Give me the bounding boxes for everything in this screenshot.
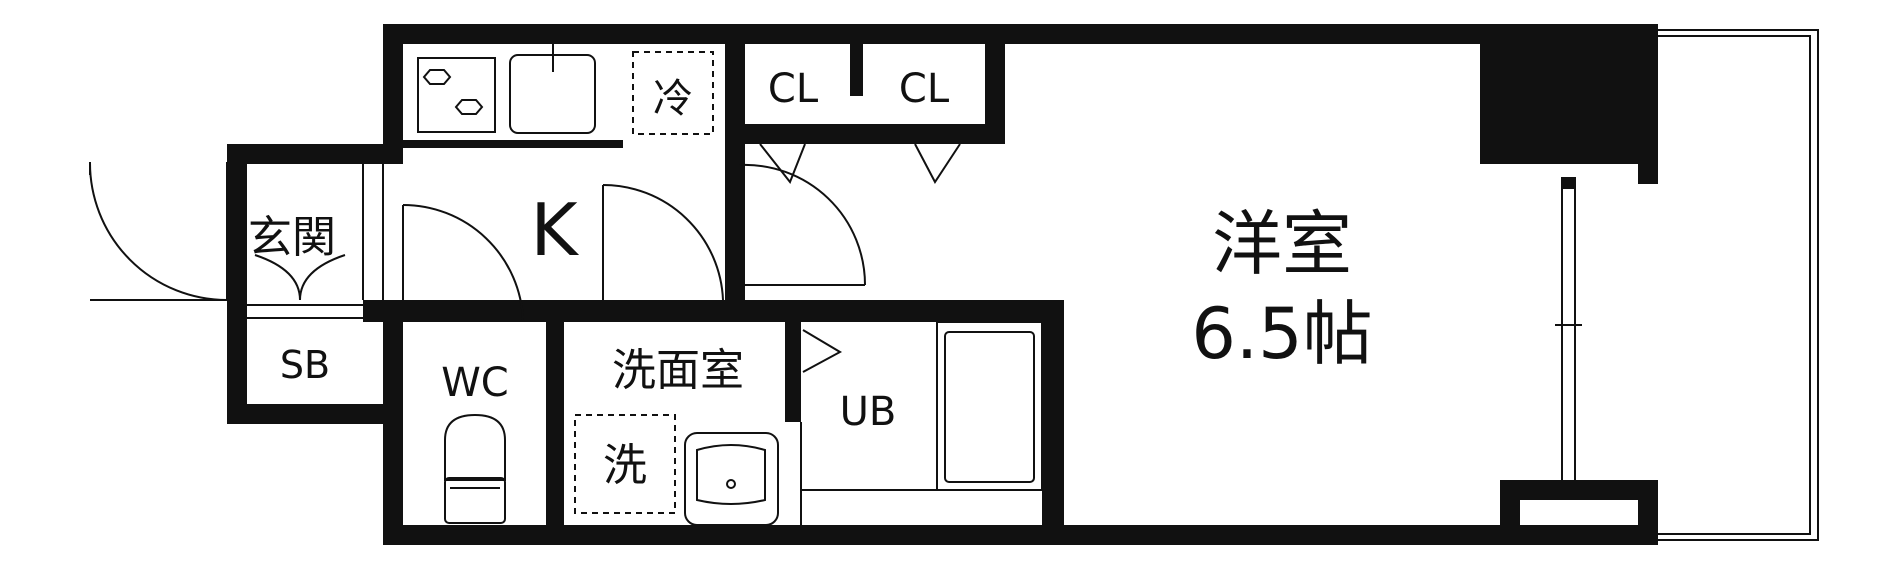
- label-western-room: 洋室: [1212, 203, 1352, 285]
- sink-icon: [509, 44, 596, 134]
- basin-icon: [684, 432, 779, 526]
- label-entrance: 玄関: [248, 212, 336, 263]
- exterior-walls: [227, 24, 1658, 545]
- label-closet-left: CL: [768, 66, 819, 112]
- label-shoe-box: SB: [280, 343, 330, 387]
- room-door: [725, 163, 867, 286]
- washroom-door: [802, 329, 843, 373]
- washer-space: [574, 414, 676, 514]
- closet-doors: [759, 143, 961, 184]
- entrance-door: [88, 161, 228, 301]
- label-closet-right: CL: [899, 66, 950, 112]
- label-washer: 洗: [603, 440, 647, 491]
- label-washroom: 洗面室: [612, 345, 744, 396]
- label-fridge: 冷: [653, 76, 693, 122]
- balcony: [1658, 29, 1819, 541]
- kitchen-door-right: [602, 183, 724, 301]
- stove-icon: [417, 57, 496, 133]
- interior-walls: [363, 24, 1064, 545]
- kitchen-door-left: [402, 203, 524, 321]
- label-kitchen: K: [530, 188, 579, 272]
- label-bath: UB: [840, 389, 897, 435]
- window: [1555, 177, 1582, 480]
- toilet-icon: [444, 413, 506, 524]
- fridge-space: [632, 51, 714, 135]
- label-toilet: WC: [441, 360, 508, 406]
- label-western-room-size: 6.5帖: [1191, 293, 1372, 375]
- bathtub-icon: [936, 321, 1043, 491]
- entrance-inner-doors: [254, 254, 346, 301]
